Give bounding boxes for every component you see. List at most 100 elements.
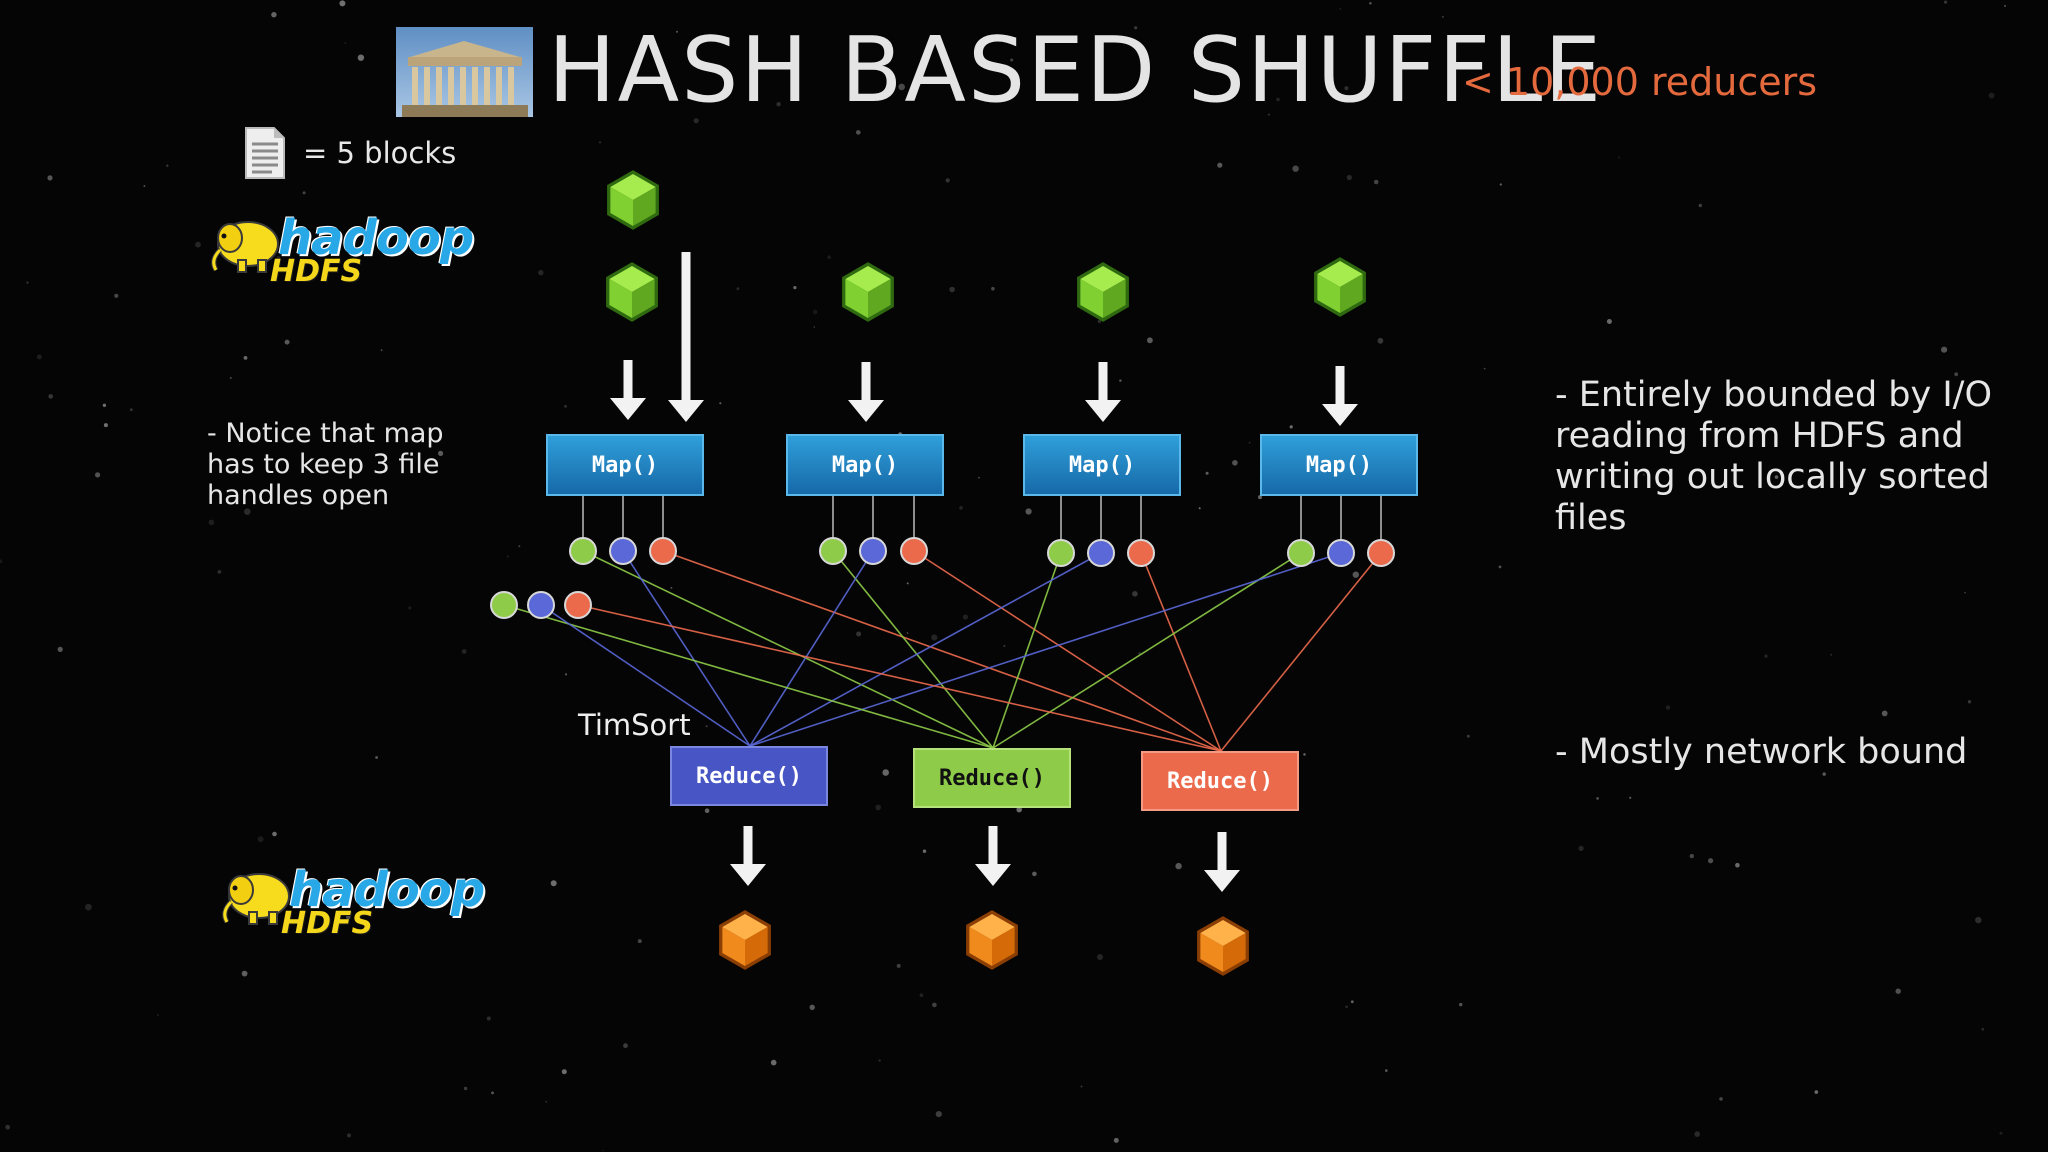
star-dot (461, 649, 467, 654)
star-dot (1003, 644, 1006, 648)
star-dot (1944, 0, 1948, 4)
partition-dot (527, 591, 555, 619)
star-dot (380, 349, 383, 352)
star-dot (1097, 319, 1102, 324)
slide-subtitle: < 10,000 reducers (1462, 60, 1818, 104)
data-blocks (606, 170, 1366, 976)
reduce-box-2: Reduce() (913, 748, 1071, 808)
star-dot (676, 30, 678, 33)
star-dot (827, 255, 831, 259)
star-dot (276, 255, 281, 260)
star-dot (1132, 591, 1138, 597)
partition-dot (1327, 539, 1355, 567)
note-file-handles: - Notice that map has to keep 3 file han… (207, 418, 444, 511)
hadoop-hdfs-logo-top: hadoop HDFS (208, 210, 478, 300)
star-dot (856, 130, 861, 135)
star-dot (1369, 2, 1372, 5)
star-dot (241, 970, 248, 977)
star-dot (1941, 346, 1948, 353)
star-dot (102, 403, 107, 407)
partition-dot (1287, 539, 1315, 567)
partition-dot (1047, 539, 1075, 567)
star-dot (1344, 86, 1349, 91)
green-cube-icon (1314, 257, 1366, 317)
star-dot (518, 545, 521, 548)
green-cube-icon (842, 262, 894, 322)
star-dot (5, 1124, 11, 1130)
star-dot (1217, 162, 1223, 168)
star-dot (1016, 806, 1022, 813)
shuffle-line (577, 604, 1222, 752)
star-dot (48, 394, 53, 399)
star-dot (347, 1133, 351, 1138)
star-dot (1345, 1005, 1348, 1009)
hadoop-wordmark: hadoop (289, 862, 485, 918)
star-dot (302, 191, 306, 195)
star-dot (962, 614, 969, 620)
partition-dot (609, 537, 637, 565)
star-dot (1578, 845, 1584, 852)
star-dot (1617, 156, 1621, 159)
star-dot (1814, 1090, 1819, 1094)
star-dot (856, 631, 862, 637)
star-dot (670, 586, 673, 589)
star-dot (1499, 183, 1502, 186)
star-dot (770, 1059, 777, 1066)
star-dot (949, 286, 955, 293)
down-arrow-icon (610, 360, 646, 420)
partition-dot (1087, 539, 1115, 567)
star-dot (1303, 753, 1306, 756)
star-dot (1954, 372, 1959, 377)
star-dot (1999, 1131, 2003, 1135)
star-dot (85, 903, 92, 911)
star-dot (208, 519, 215, 526)
star-dot (959, 506, 963, 510)
shuffle-line (749, 550, 874, 747)
note-network-bound: - Mostly network bound (1555, 732, 1968, 772)
star-dot (1147, 337, 1153, 344)
map-box-2: Map() (786, 434, 944, 496)
star-dot (1373, 179, 1379, 185)
star-dot (935, 1111, 942, 1118)
star-dot (195, 241, 201, 248)
star-dot (1258, 495, 1262, 500)
down-arrow-icon (848, 362, 884, 422)
star-dot (693, 118, 699, 124)
star-dot (1981, 1027, 1985, 1031)
hdfs-wordmark: HDFS (281, 906, 374, 941)
partition-dot (1367, 539, 1395, 567)
shuffle-line (992, 552, 1062, 749)
star-dot (114, 293, 119, 298)
shuffle-line (1220, 552, 1382, 752)
star-dot (2004, 4, 2006, 7)
star-dot (271, 12, 277, 18)
star-dot (217, 570, 222, 574)
note-io-bound: - Entirely bounded by I/O reading from H… (1555, 375, 1993, 538)
star-dot (637, 939, 642, 944)
star-dot (408, 606, 412, 610)
star-dot (1175, 862, 1182, 870)
down-arrow-icon (730, 826, 766, 886)
star-dot (1032, 871, 1037, 877)
star-dot (491, 1091, 494, 1095)
green-cube-icon (607, 170, 659, 230)
star-dot (1698, 203, 1703, 208)
star-dot (375, 756, 378, 759)
star-dot (95, 472, 101, 478)
star-dot (438, 450, 444, 456)
star-dot (919, 993, 924, 998)
star-dot (1774, 475, 1779, 479)
star-dot (47, 175, 53, 181)
shuffle-connections (503, 496, 1382, 752)
hdfs-wordmark: HDFS (270, 254, 363, 289)
star-dot (1466, 734, 1470, 738)
green-cube-icon (1077, 262, 1129, 322)
slide-title: HASH BASED SHUFFLE (548, 18, 1604, 123)
star-dot (550, 880, 557, 887)
star-dot (1881, 710, 1888, 717)
star-dot (598, 141, 602, 144)
star-dot (166, 164, 169, 167)
star-dot (809, 1004, 815, 1010)
star-dot (1276, 97, 1280, 102)
green-cube-icon (606, 262, 658, 322)
